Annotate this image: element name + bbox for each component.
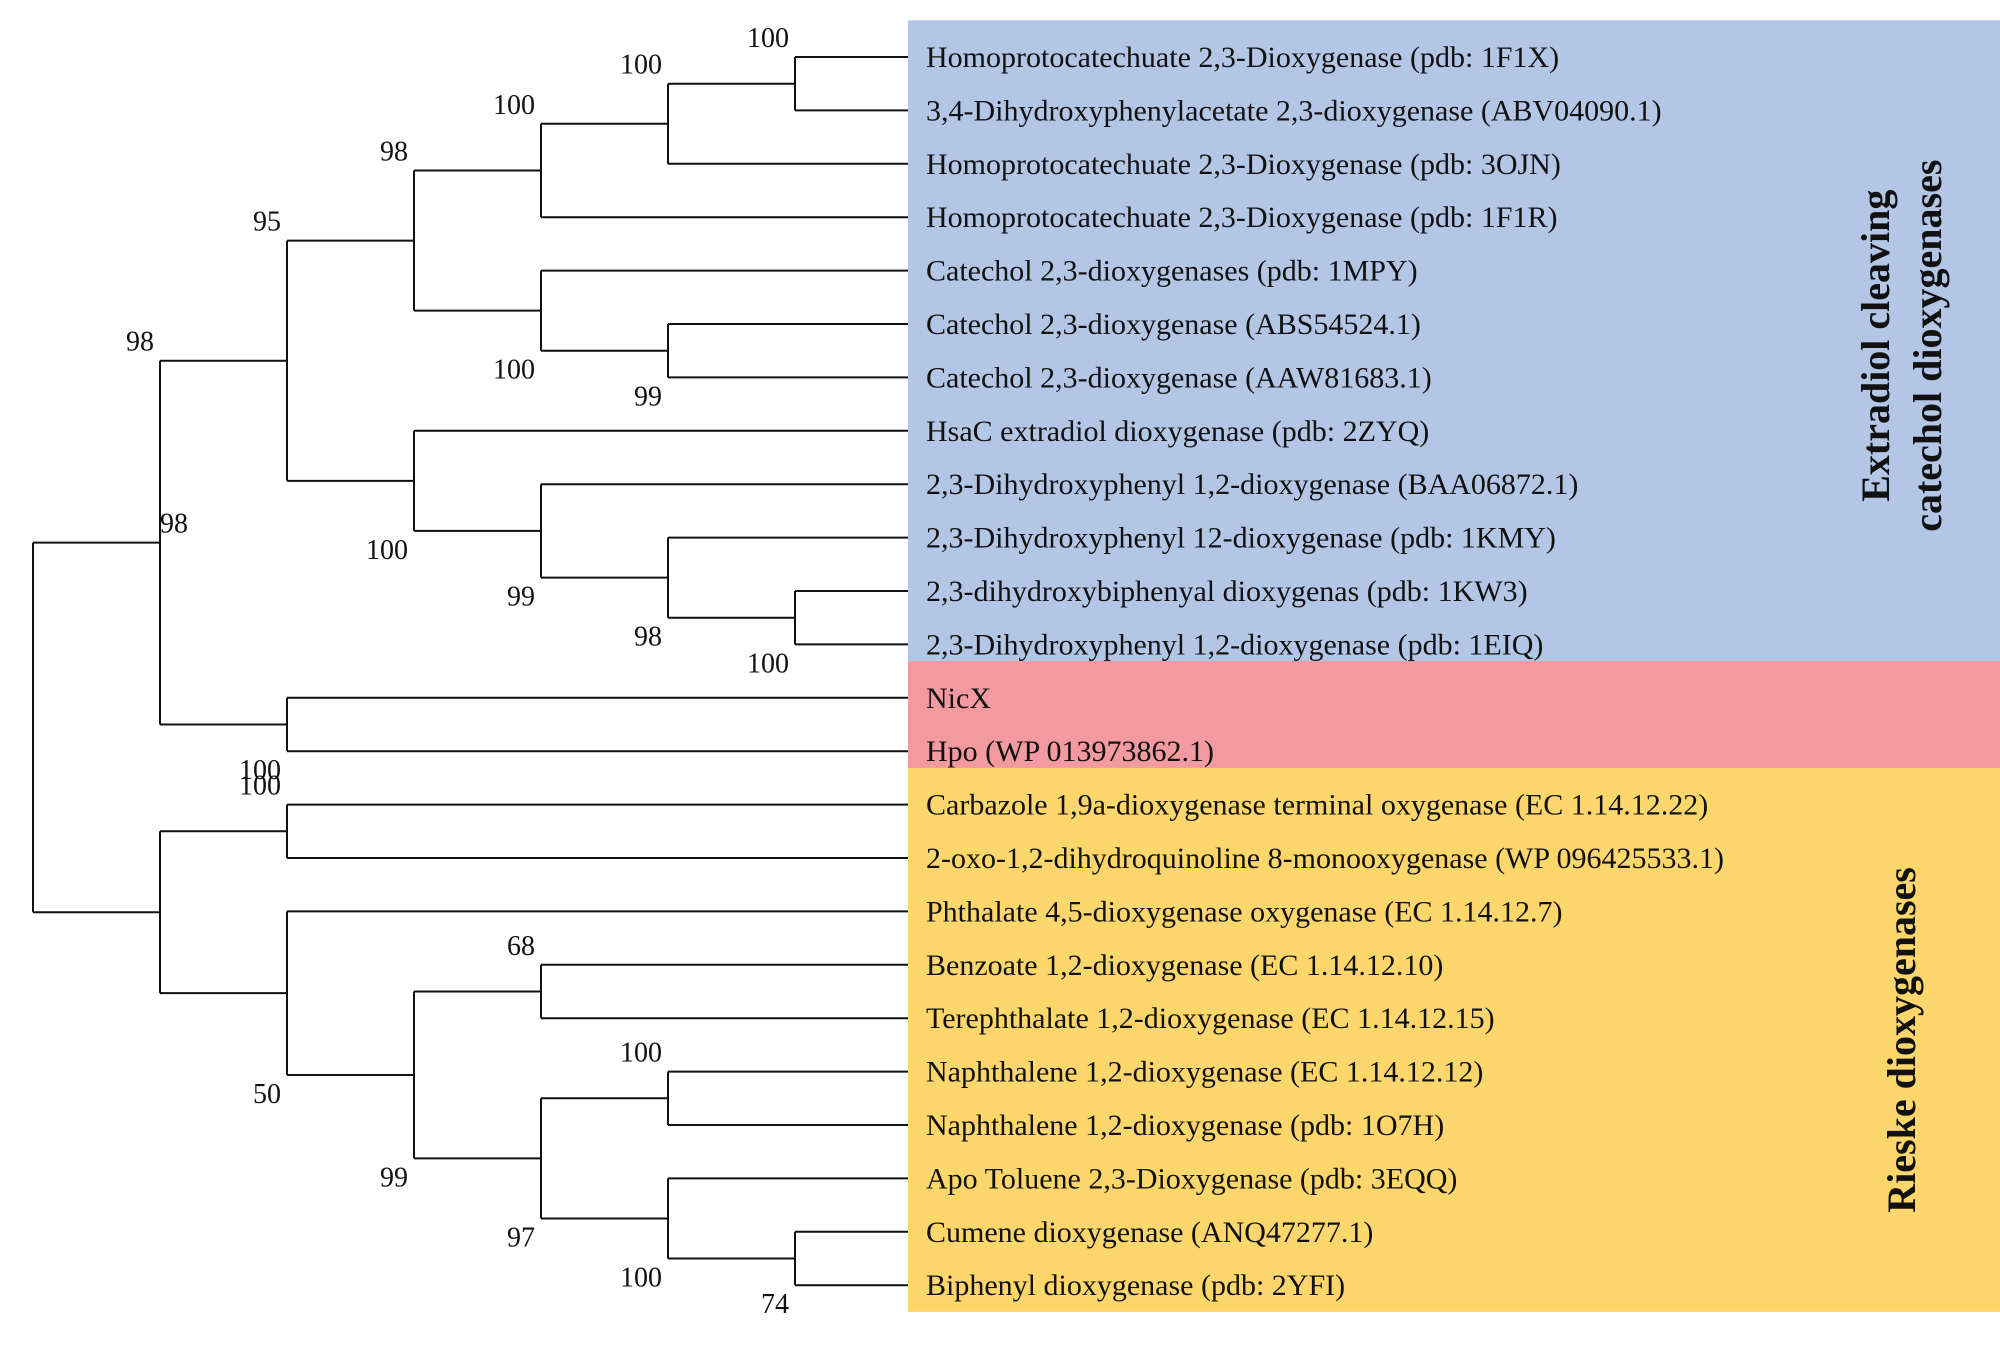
bootstrap-value: 98 <box>126 327 154 358</box>
leaf-label: Phthalate 4,5-dioxygenase oxygenase (EC … <box>926 895 1563 928</box>
bootstrap-value: 100 <box>493 90 535 121</box>
bootstrap-value: 100 <box>620 50 662 81</box>
leaf-label: 2,3-Dihydroxyphenyl 12-dioxygenase (pdb:… <box>926 522 1556 555</box>
leaf-label: Homoprotocatechuate 2,3-Dioxygenase (pdb… <box>926 41 1559 74</box>
leaf-label: Homoprotocatechuate 2,3-Dioxygenase (pdb… <box>926 201 1558 234</box>
leaf-label: Benzoate 1,2-dioxygenase (EC 1.14.12.10) <box>926 949 1443 982</box>
leaf-label: HsaC extradiol dioxygenase (pdb: 2ZYQ) <box>926 415 1429 448</box>
leaf-label: Carbazole 1,9a-dioxygenase terminal oxyg… <box>926 789 1708 822</box>
tree-branches <box>32 56 908 1287</box>
leaf-label: 2,3-Dihydroxyphenyl 1,2-dioxygenase (pdb… <box>926 628 1543 661</box>
leaf-labels: Homoprotocatechuate 2,3-Dioxygenase (pdb… <box>926 41 1724 1302</box>
group-band-rieske <box>908 767 2000 1312</box>
group-label-rieske: Rieske dioxygenases <box>1879 867 1924 1213</box>
leaf-label: 3,4-Dihydroxyphenylacetate 2,3-dioxygena… <box>926 94 1662 127</box>
bootstrap-value: 98 <box>160 509 188 540</box>
leaf-label: Catechol 2,3-dioxygenases (pdb: 1MPY) <box>926 255 1418 288</box>
bootstrap-value: 68 <box>507 931 535 962</box>
bootstrap-value: 100 <box>620 1263 662 1294</box>
bootstrap-value: 100 <box>239 755 281 786</box>
bootstrap-value: 95 <box>253 207 281 238</box>
bootstrap-value: 99 <box>507 582 535 613</box>
bootstrap-value: 97 <box>507 1222 535 1253</box>
bootstrap-value: 100 <box>747 648 789 679</box>
bootstrap-value: 100 <box>620 1038 662 1069</box>
leaf-label: Catechol 2,3-dioxygenase (ABS54524.1) <box>926 308 1421 341</box>
bootstrap-value: 100 <box>239 771 281 802</box>
leaf-label: Catechol 2,3-dioxygenase (AAW81683.1) <box>926 361 1432 394</box>
bootstrap-value: 99 <box>380 1162 408 1193</box>
leaf-label: Hpo (WP 013973862.1) <box>926 735 1214 768</box>
leaf-label: Biphenyl dioxygenase (pdb: 2YFI) <box>926 1269 1345 1302</box>
bootstrap-values: 1001001009910098100989910095100981006810… <box>126 23 789 1320</box>
bootstrap-value: 100 <box>366 535 408 566</box>
bootstrap-value: 100 <box>747 23 789 54</box>
leaf-label: Terephthalate 1,2-dioxygenase (EC 1.14.1… <box>926 1002 1495 1035</box>
leaf-label: Naphthalene 1,2-dioxygenase (EC 1.14.12.… <box>926 1056 1483 1089</box>
bootstrap-value: 99 <box>634 381 662 412</box>
bootstrap-value: 50 <box>253 1079 281 1110</box>
bootstrap-value: 74 <box>761 1289 789 1320</box>
bootstrap-value: 98 <box>634 622 662 653</box>
leaf-label: Apo Toluene 2,3-Dioxygenase (pdb: 3EQQ) <box>926 1162 1457 1195</box>
group-bands <box>908 20 2000 1312</box>
group-label-extradiol: catechol dioxygenases <box>1905 160 1950 532</box>
leaf-label: NicX <box>926 682 991 715</box>
leaf-label: 2,3-Dihydroxyphenyl 1,2-dioxygenase (BAA… <box>926 468 1578 501</box>
group-band-nicx <box>908 661 2000 778</box>
bootstrap-value: 98 <box>380 136 408 167</box>
group-label-extradiol: Extradiol cleaving <box>1853 190 1898 502</box>
leaf-label: Cumene dioxygenase (ANQ47277.1) <box>926 1216 1373 1249</box>
leaf-label: 2-oxo-1,2-dihydroquinoline 8-monooxygena… <box>926 842 1724 875</box>
bootstrap-value: 100 <box>493 355 535 386</box>
leaf-label: Homoprotocatechuate 2,3-Dioxygenase (pdb… <box>926 148 1561 181</box>
leaf-label: 2,3-dihydroxybiphenyal dioxygenas (pdb: … <box>926 575 1528 608</box>
leaf-label: Naphthalene 1,2-dioxygenase (pdb: 1O7H) <box>926 1109 1444 1142</box>
group-band-extradiol <box>908 20 2000 672</box>
